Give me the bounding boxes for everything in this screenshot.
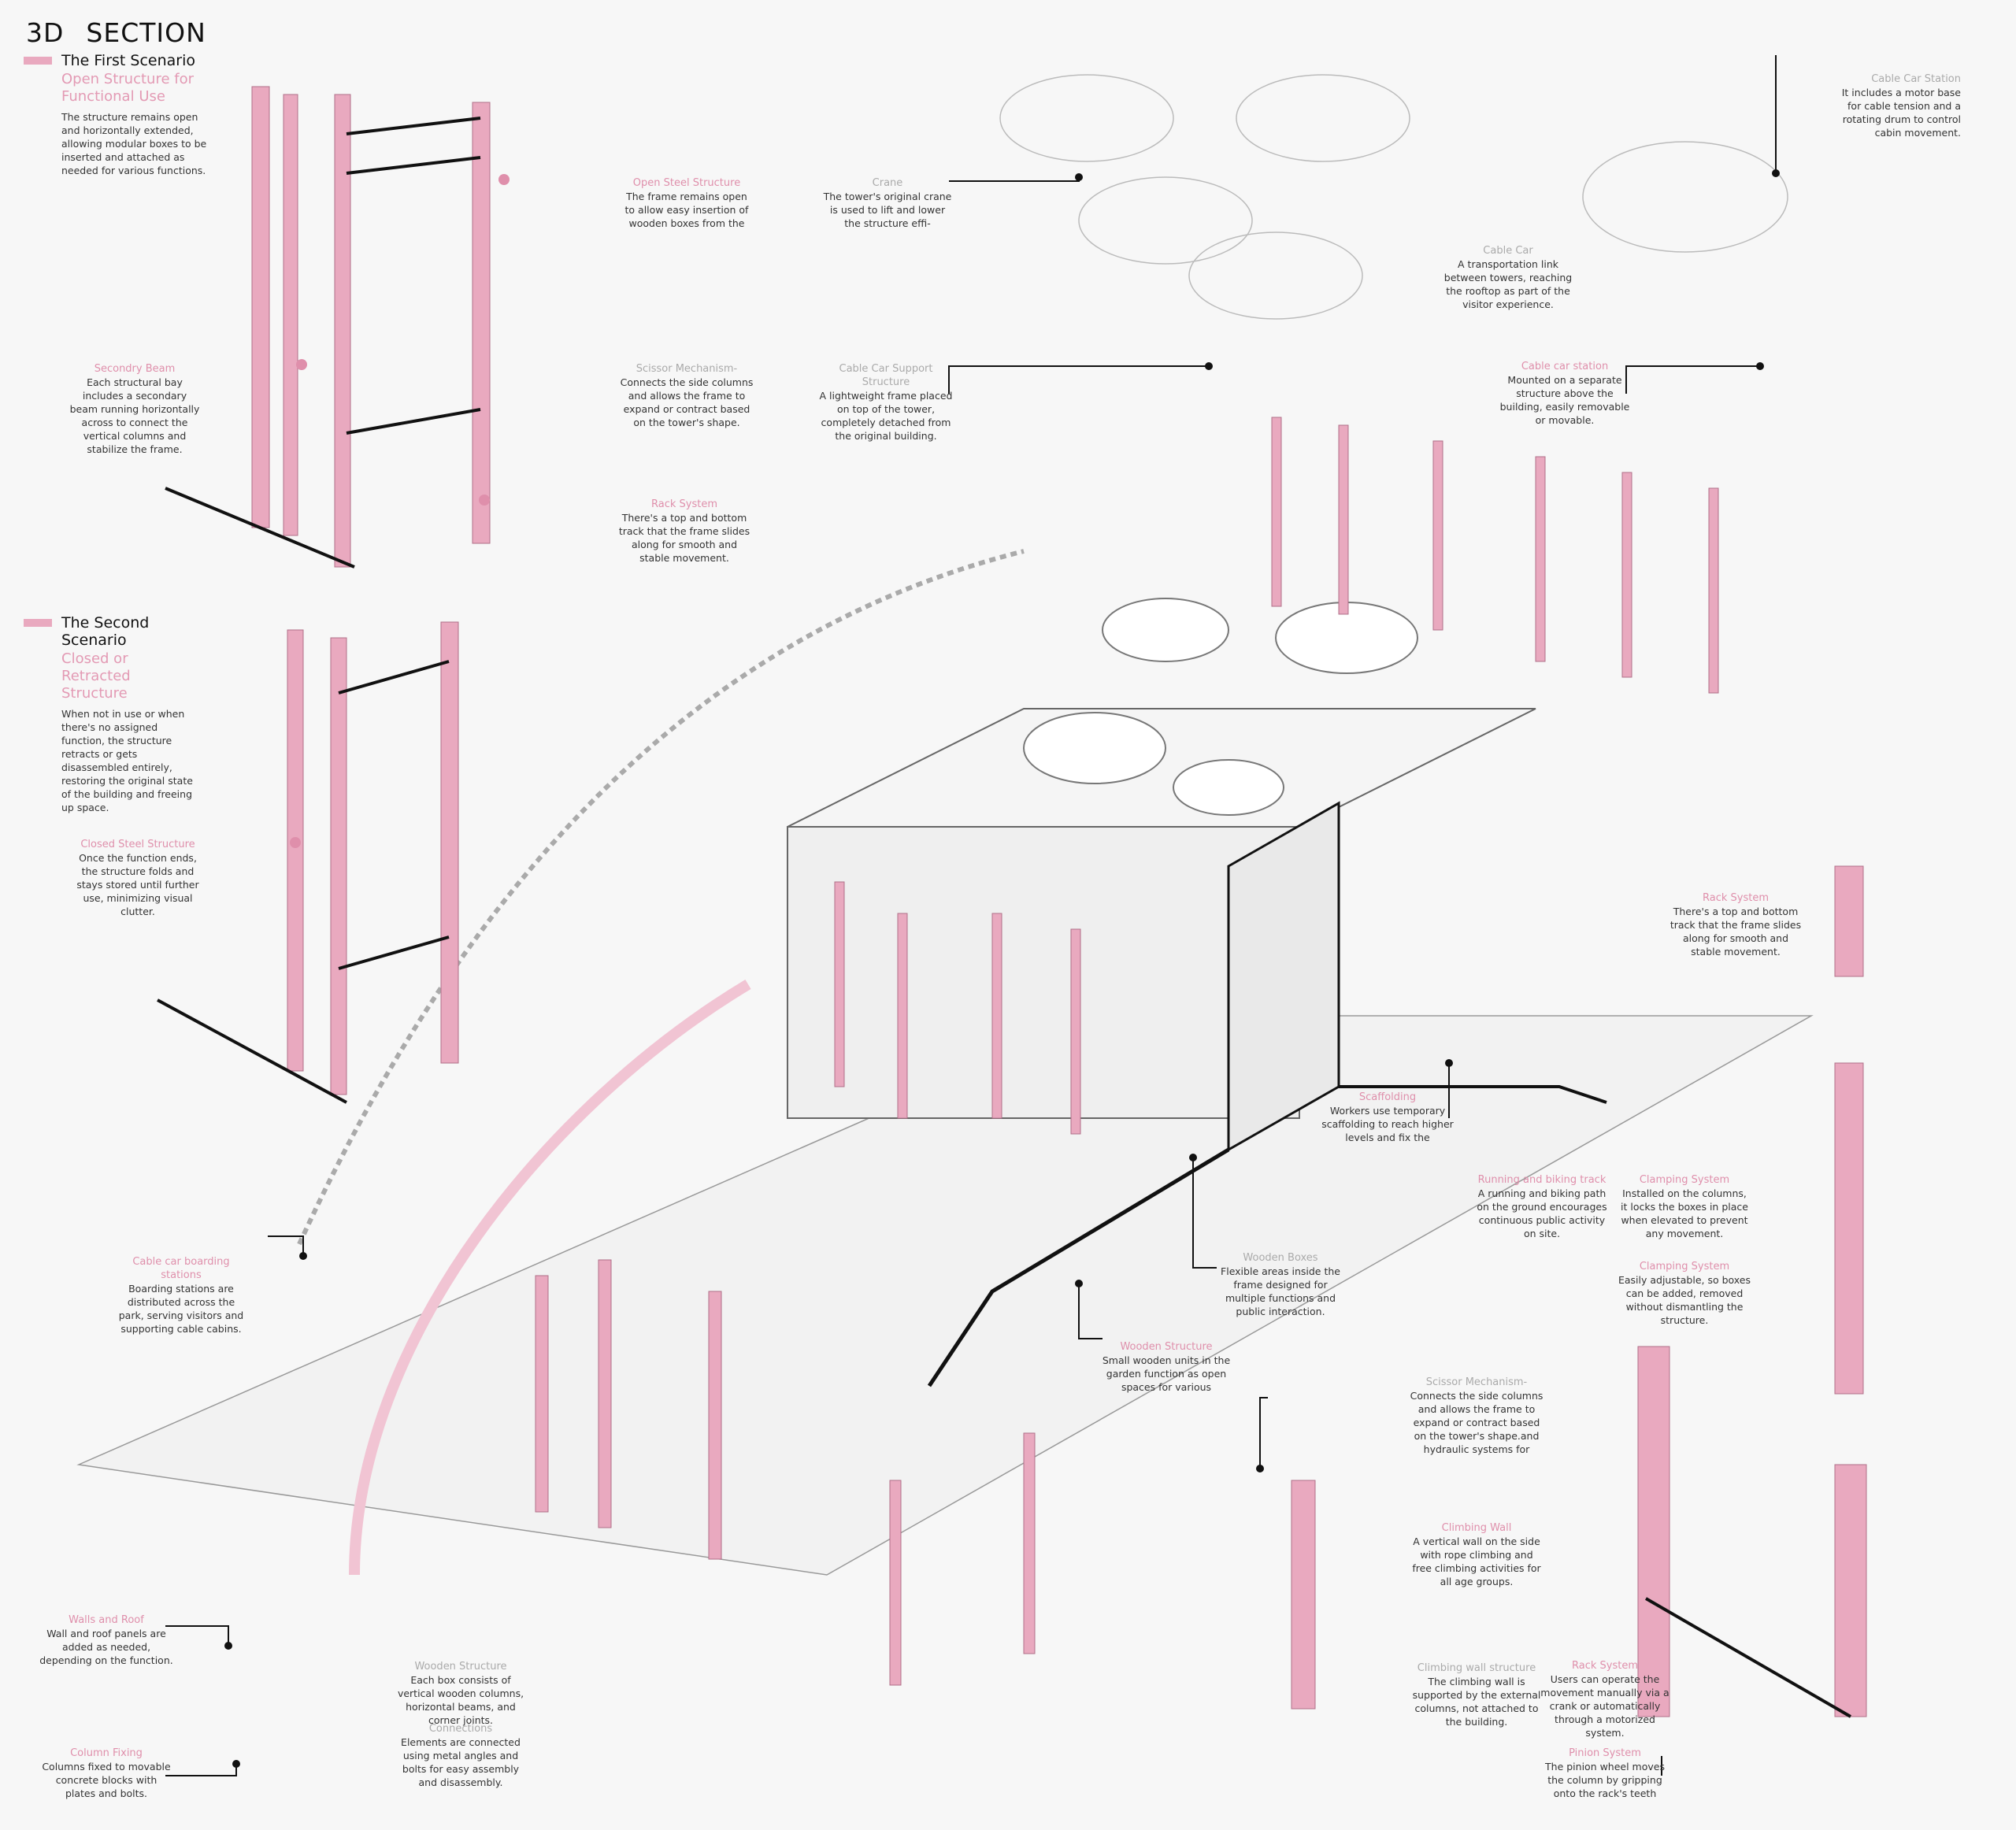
steel-beams [157,117,1851,1718]
main-building [787,598,1607,1387]
scenario-subheading: Open Structure for Functional Use [61,71,195,105]
pink-columns [251,86,1867,1717]
second-scenario: The Second Scenario Closed or Retracted … [24,614,195,814]
annotation-scissor-mechanism-2: Scissor Mechanism-Connects the side colu… [1410,1376,1544,1455]
pink-leader-dots [290,174,510,848]
annotation-scissor-mechanism: Scissor Mechanism-Connects the side colu… [620,363,754,428]
first-scenario: The First Scenario Open Structure for Fu… [24,52,219,177]
scenario-swatch [24,57,52,65]
scenario-text: When not in use or when there's no assig… [61,708,193,813]
scenario-heading: The Second Scenario [61,614,150,649]
site-ground [76,549,1814,1576]
scenario-text: The structure remains open and horizonta… [61,111,207,176]
leader-dots [224,169,1780,1768]
rooftop-cylinders [999,74,1788,320]
scenario-subheading: Closed or Retracted Structure [61,650,131,702]
scenario-heading: The First Scenario [61,52,195,69]
scenario-swatch [24,619,52,627]
